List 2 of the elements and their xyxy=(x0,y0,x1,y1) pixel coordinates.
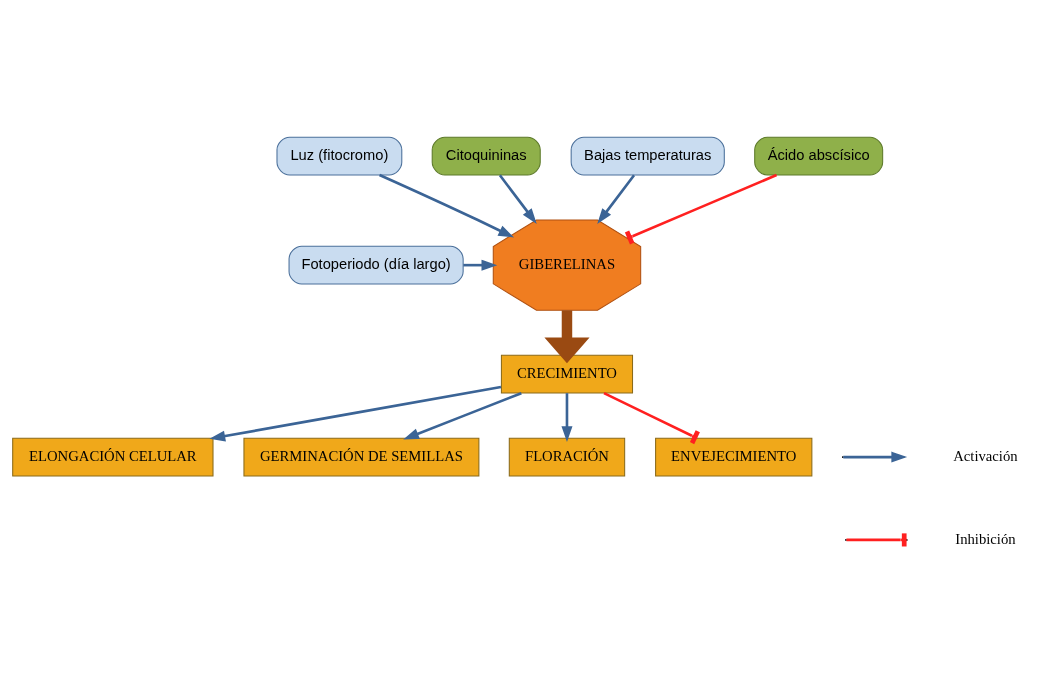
legend-label: Activación xyxy=(953,447,1018,464)
legend-label: Inhibición xyxy=(955,530,1016,547)
